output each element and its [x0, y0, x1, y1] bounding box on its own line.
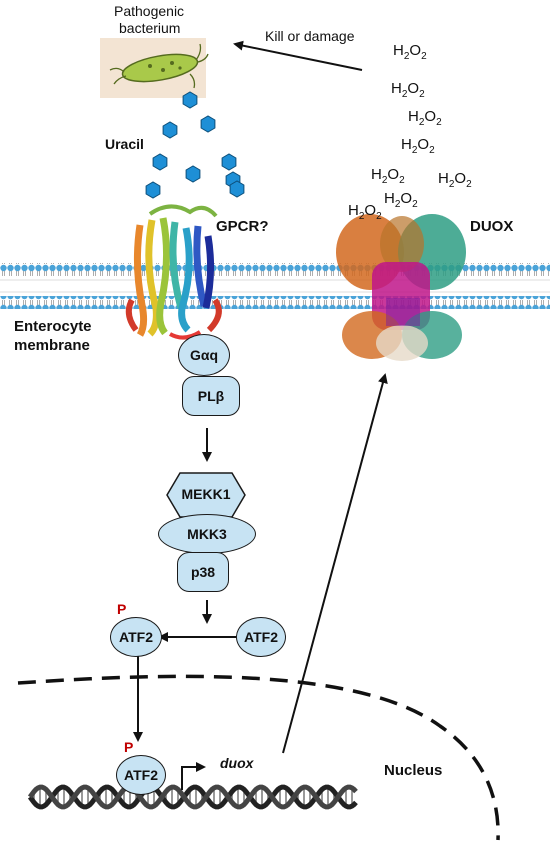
pathogenic-bacterium: [100, 38, 209, 98]
mkk3-node: MKK3: [158, 514, 256, 554]
duox-label: DUOX: [470, 218, 514, 235]
atf2-node: ATF2: [236, 617, 286, 657]
atf2-phosphorylated-node: ATF2: [110, 617, 162, 657]
uracil-label: Uracil: [105, 136, 144, 152]
kill-label: Kill or damage: [265, 28, 355, 44]
uracil-hexagon: [229, 180, 245, 198]
uracil-hexagon: [152, 153, 168, 171]
h2o2-label: H2O2: [438, 170, 472, 190]
uracil-hexagon: [145, 181, 161, 199]
h2o2-label: H2O2: [393, 42, 427, 62]
duox-structure: [336, 214, 466, 361]
dna-helix: [27, 784, 358, 810]
uracil-hexagon: [185, 165, 201, 183]
nucleus-label: Nucleus: [384, 762, 443, 779]
gpcr-label: GPCR?: [216, 218, 269, 235]
phospho-label: P: [117, 601, 127, 617]
galphaq-node: Gαq: [178, 334, 230, 376]
bacterium-label-2: bacterium: [119, 20, 181, 36]
transcription-start-arrow: [181, 762, 206, 790]
p38-node: p38: [177, 552, 229, 592]
uracil-molecules: [145, 91, 245, 199]
phospho-label: P: [124, 739, 134, 755]
gpcr-structure: [125, 204, 222, 340]
h2o2-label: H2O2: [408, 108, 442, 128]
duox-gene-label: duox: [220, 755, 254, 771]
membrane-label-1: Enterocyte: [14, 318, 92, 335]
atf2-dna-bound-node: ATF2: [116, 755, 166, 795]
uracil-hexagon: [162, 121, 178, 139]
mekk1-label: MEKK1: [181, 486, 231, 502]
h2o2-label: H2O2: [401, 136, 435, 156]
duox-expression-arrow: [282, 373, 388, 754]
h2o2-label: H2O2: [371, 166, 405, 186]
plcb-node: PLβ: [182, 376, 240, 416]
uracil-hexagon: [200, 115, 216, 133]
h2o2-label: H2O2: [391, 80, 425, 100]
uracil-hexagon: [221, 153, 237, 171]
uracil-hexagon: [182, 91, 198, 109]
h2o2-label: H2O2: [348, 202, 382, 222]
nucleus-envelope: [17, 674, 500, 841]
membrane-label-2: membrane: [14, 337, 90, 354]
enterocyte-membrane: [0, 263, 550, 309]
kill-arrow: [233, 40, 363, 71]
h2o2-label: H2O2: [384, 190, 418, 210]
bacterium-label-1: Pathogenic: [114, 3, 185, 19]
